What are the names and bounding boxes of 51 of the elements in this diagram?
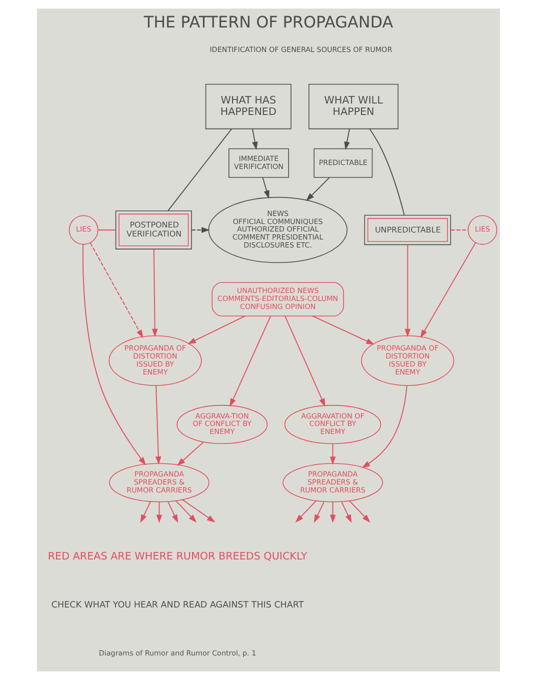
arrow <box>313 501 324 523</box>
arrow <box>252 128 258 150</box>
arrow <box>229 316 271 407</box>
arrow <box>151 248 158 338</box>
arrow <box>89 242 143 338</box>
node-box: POSTPONED VERIFICATION <box>114 210 192 250</box>
arrow <box>166 501 178 523</box>
node-ellipse: PROPAGANDA OF DISTORTION ISSUED BY ENEMY <box>108 335 202 386</box>
arrow <box>361 385 407 468</box>
label: RED AREAS ARE WHERE RUMOR BREEDS QUICKLY <box>47 550 307 562</box>
arrow <box>329 443 336 465</box>
node-box: UNAUTHORIZED NEWS COMMENTS-EDITORIALS-COLUMN CONFUSING OPINION <box>211 282 344 316</box>
arrow <box>404 244 410 338</box>
arrow <box>156 501 162 524</box>
node-circle: LIES <box>68 215 98 245</box>
connector <box>368 128 404 216</box>
connector <box>167 128 232 212</box>
arrow <box>284 316 325 407</box>
node-ellipse: PROPAGANDA SPREADERS & RUMOR CARRIERS <box>108 463 209 502</box>
arrow <box>294 500 316 523</box>
node-box: UNPREDICTABLE <box>364 214 451 246</box>
diagram-title: THE PATTERN OF PROPAGANDA <box>143 12 393 32</box>
arrow <box>174 500 196 523</box>
arrow <box>182 499 215 522</box>
arrow <box>344 128 350 150</box>
arrow <box>176 441 204 466</box>
arrow <box>340 501 352 523</box>
arrow <box>82 244 146 466</box>
arrow <box>329 501 336 524</box>
arrow <box>187 316 245 344</box>
caption: Diagrams of Rumor and Rumor Control, p. 1 <box>98 648 256 658</box>
node-box: WHAT HAS HAPPENED <box>204 84 291 130</box>
node-box: PREDICTABLE <box>313 148 372 178</box>
node-ellipse: NEWS OFFICIAL COMMUNIQUES AUTHORIZED OFFICIAL COMMENT PRESIDENTIAL DISCLOSURES ETC. <box>208 196 347 264</box>
node-box: WHAT WILL HAPPEN <box>308 84 398 130</box>
node-box: IMMEDIATE VERIFICATION <box>228 148 288 178</box>
node-ellipse: PROPAGANDA OF DISTORTION ISSUED BY ENEMY <box>360 335 454 386</box>
arrow <box>262 177 269 199</box>
label: CHECK WHAT YOU HEAR AND READ AGAINST THIS CHART <box>50 600 304 611</box>
arrow <box>154 385 161 465</box>
arrow <box>420 242 476 338</box>
node-ellipse: AGGRAVA-TION OF CONFLICT BY ENEMY <box>176 404 268 444</box>
arrow <box>140 501 150 523</box>
node-ellipse: AGGRAVATION OF CONFLICT BY ENEMY <box>284 404 381 444</box>
arrow <box>348 500 370 523</box>
label: IDENTIFICATION OF GENERAL SOURCES OF RUMOR <box>209 44 392 54</box>
arrow <box>305 177 330 202</box>
node-ellipse: PROPAGANDA SPREADERS & RUMOR CARRIERS <box>282 463 382 502</box>
arrow <box>312 316 374 345</box>
node-circle: LIES <box>467 215 497 245</box>
arrow <box>190 227 210 233</box>
